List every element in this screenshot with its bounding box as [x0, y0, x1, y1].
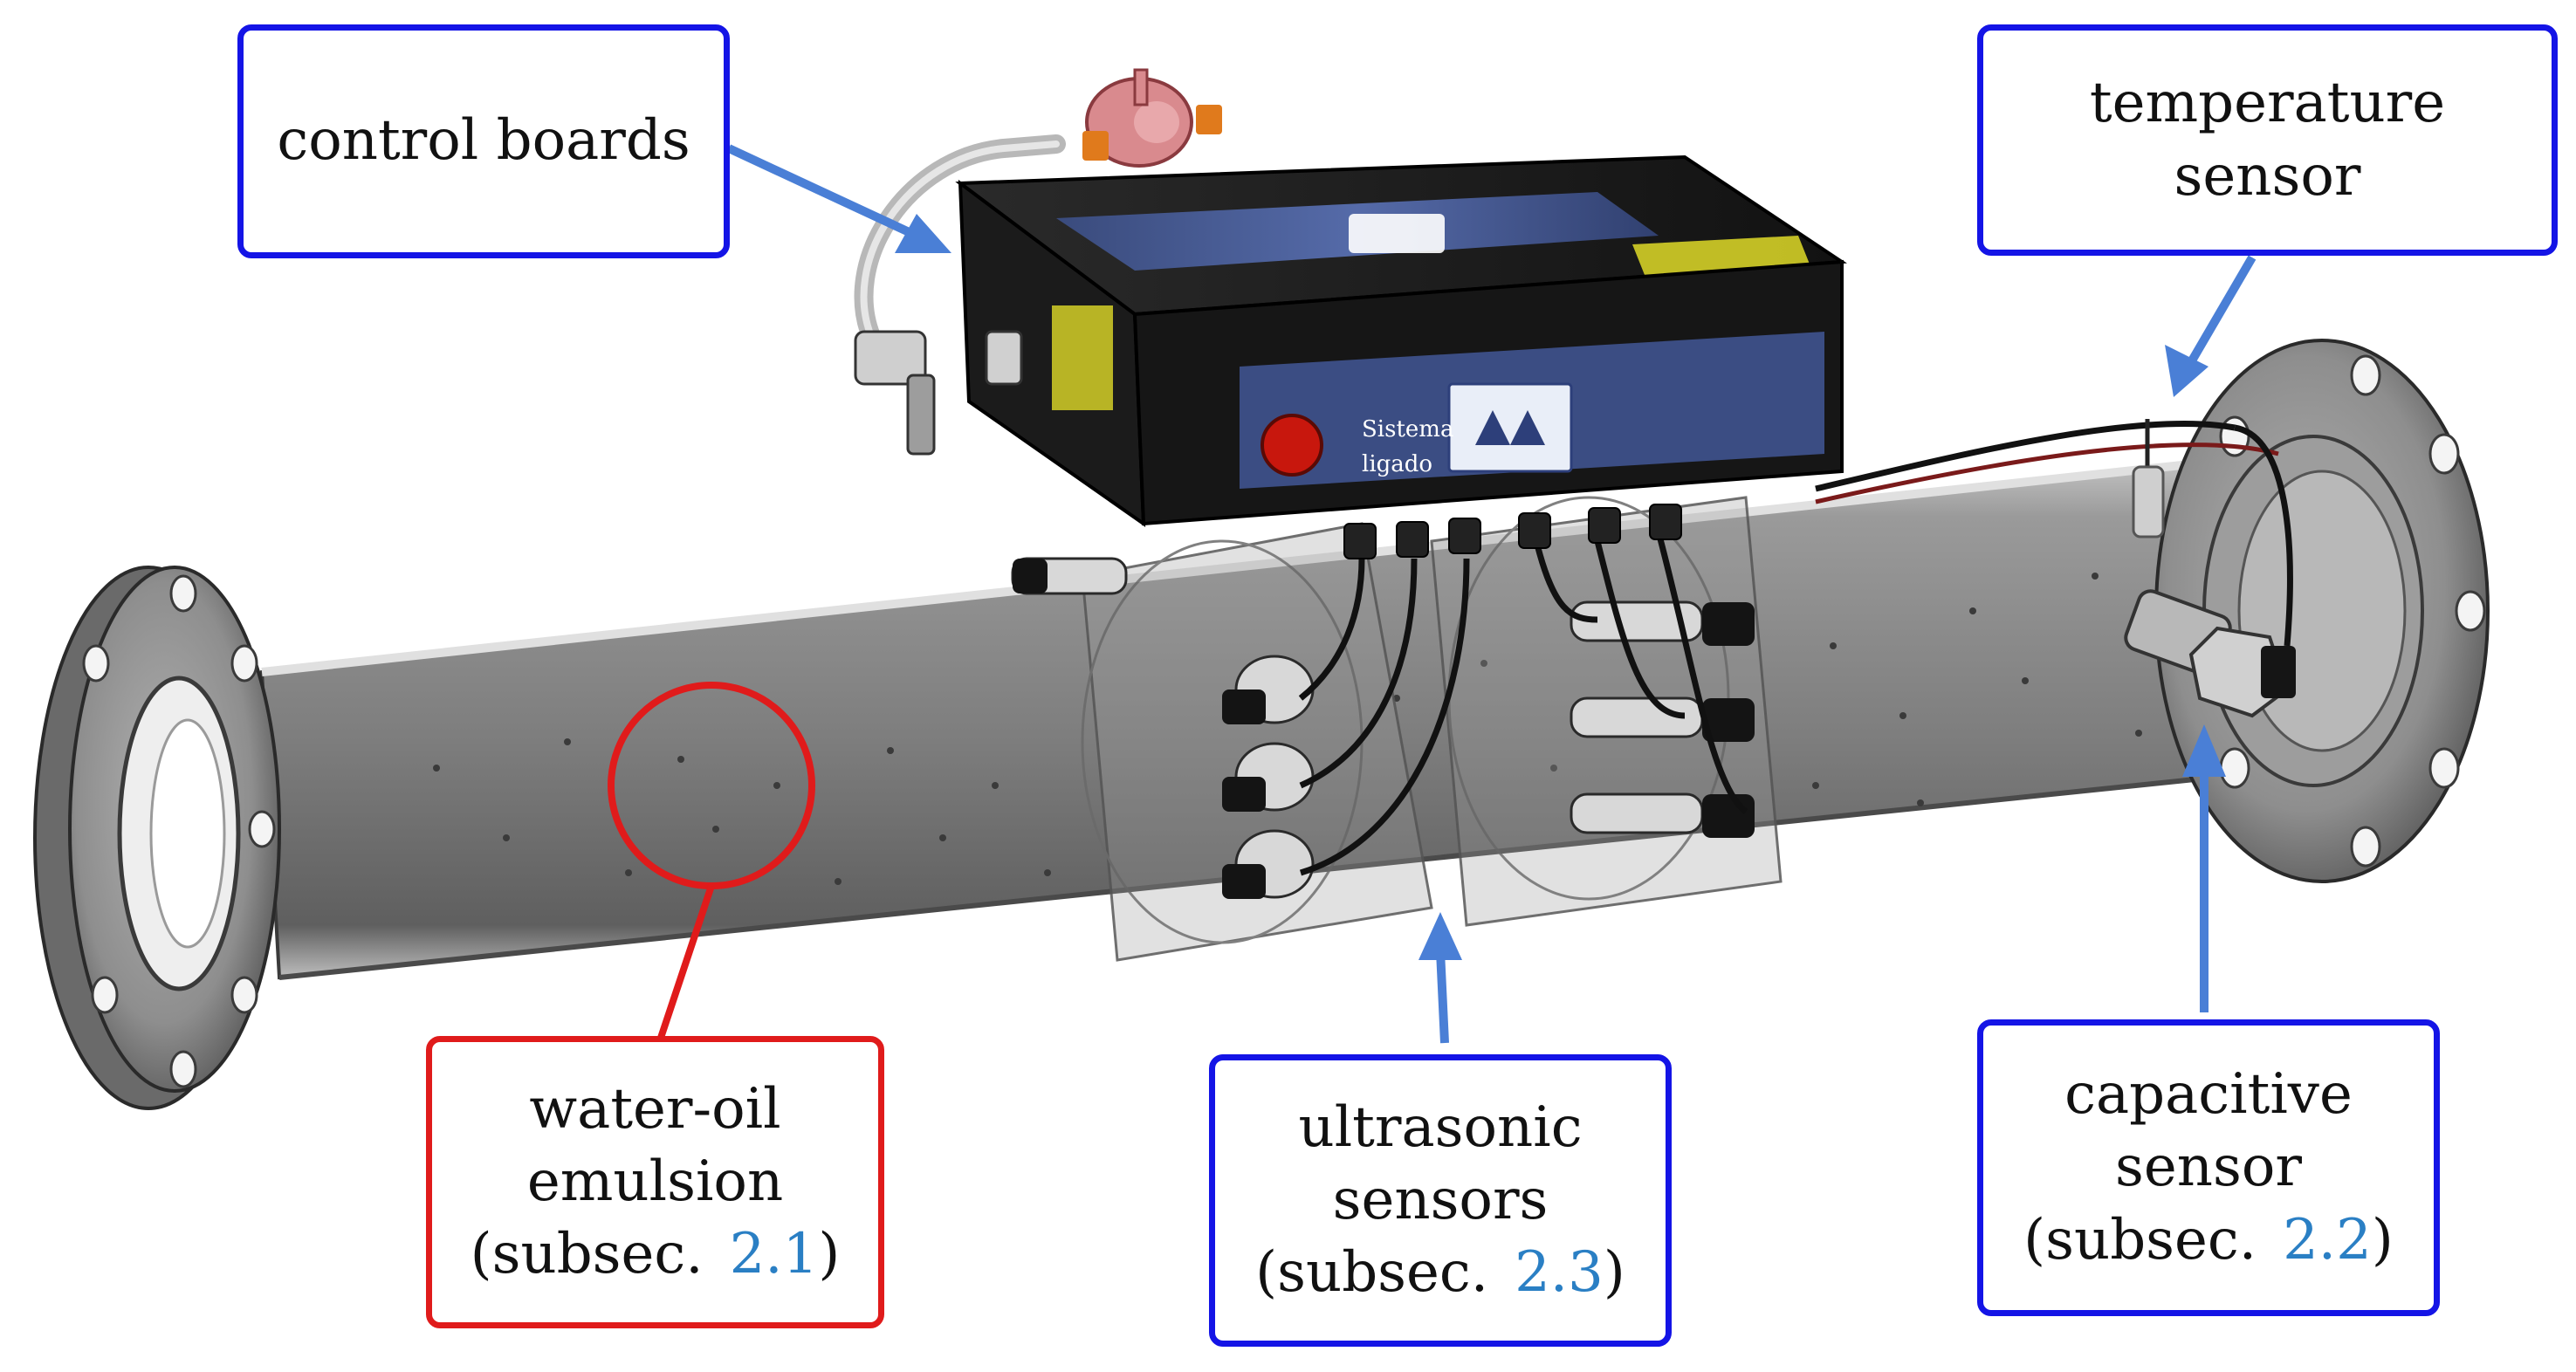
- subsection-link[interactable]: 2.1: [729, 1222, 819, 1287]
- callout-line: temperature: [2089, 71, 2446, 136]
- arrow-control-boards: [726, 144, 951, 253]
- gauge-assembly: [854, 68, 1222, 456]
- panel-status-line-2: ligado: [1362, 451, 1432, 477]
- callout-line: sensor: [2174, 143, 2361, 209]
- ref-suffix: ): [1603, 1240, 1625, 1306]
- ref-suffix: ): [2371, 1207, 2394, 1273]
- panel-status-line-1: Sistema: [1362, 416, 1453, 442]
- emulsion-marker: [608, 682, 815, 1045]
- capacitive-sensor-assembly: [2124, 589, 2296, 718]
- emulsion-droplets: [433, 573, 2203, 885]
- callout-temperature-sensor: temperature sensor: [1977, 24, 2558, 256]
- callout-line: capacitive: [2064, 1062, 2353, 1128]
- callout-reference: (subsec. 2.3): [1255, 1237, 1625, 1309]
- callout-line: water-oil: [529, 1076, 781, 1142]
- arrow-capacitive-sensor: [2182, 724, 2226, 1012]
- callout-line: sensor: [2115, 1135, 2302, 1200]
- arrow-ultrasonic-sensors: [1419, 912, 1462, 1044]
- subsection-link[interactable]: 2.2: [2283, 1207, 2372, 1273]
- callout-reference: (subsec. 2.1): [471, 1218, 841, 1291]
- callout-line: emulsion: [526, 1149, 784, 1214]
- arrow-temperature-sensor: [2165, 255, 2257, 397]
- ref-suffix: ): [818, 1222, 841, 1287]
- callout-reference: (subsec. 2.2): [2023, 1204, 2394, 1277]
- callout-line: ultrasonic: [1298, 1094, 1583, 1160]
- ref-prefix: (subsec.: [2023, 1207, 2257, 1273]
- ref-prefix: (subsec.: [1255, 1240, 1489, 1306]
- ref-prefix: (subsec.: [470, 1222, 704, 1287]
- callout-line: sensors: [1332, 1167, 1549, 1232]
- callout-capacitive-sensor: capacitive sensor (subsec. 2.2): [1977, 1019, 2440, 1316]
- subsection-link[interactable]: 2.3: [1515, 1240, 1604, 1306]
- callout-ultrasonic-sensors: ultrasonic sensors (subsec. 2.3): [1209, 1054, 1672, 1347]
- left-flange: [33, 566, 281, 1110]
- temperature-sensor-assembly: [1815, 419, 2293, 647]
- ultrasonic-transducers: [1011, 532, 1755, 899]
- callout-control-boards: control boards: [237, 24, 730, 258]
- callout-arrows: [726, 144, 2257, 1044]
- callout-line: control boards: [277, 108, 690, 174]
- callout-water-oil-emulsion: water-oil emulsion (subsec. 2.1): [426, 1036, 884, 1328]
- control-box: [955, 154, 1847, 559]
